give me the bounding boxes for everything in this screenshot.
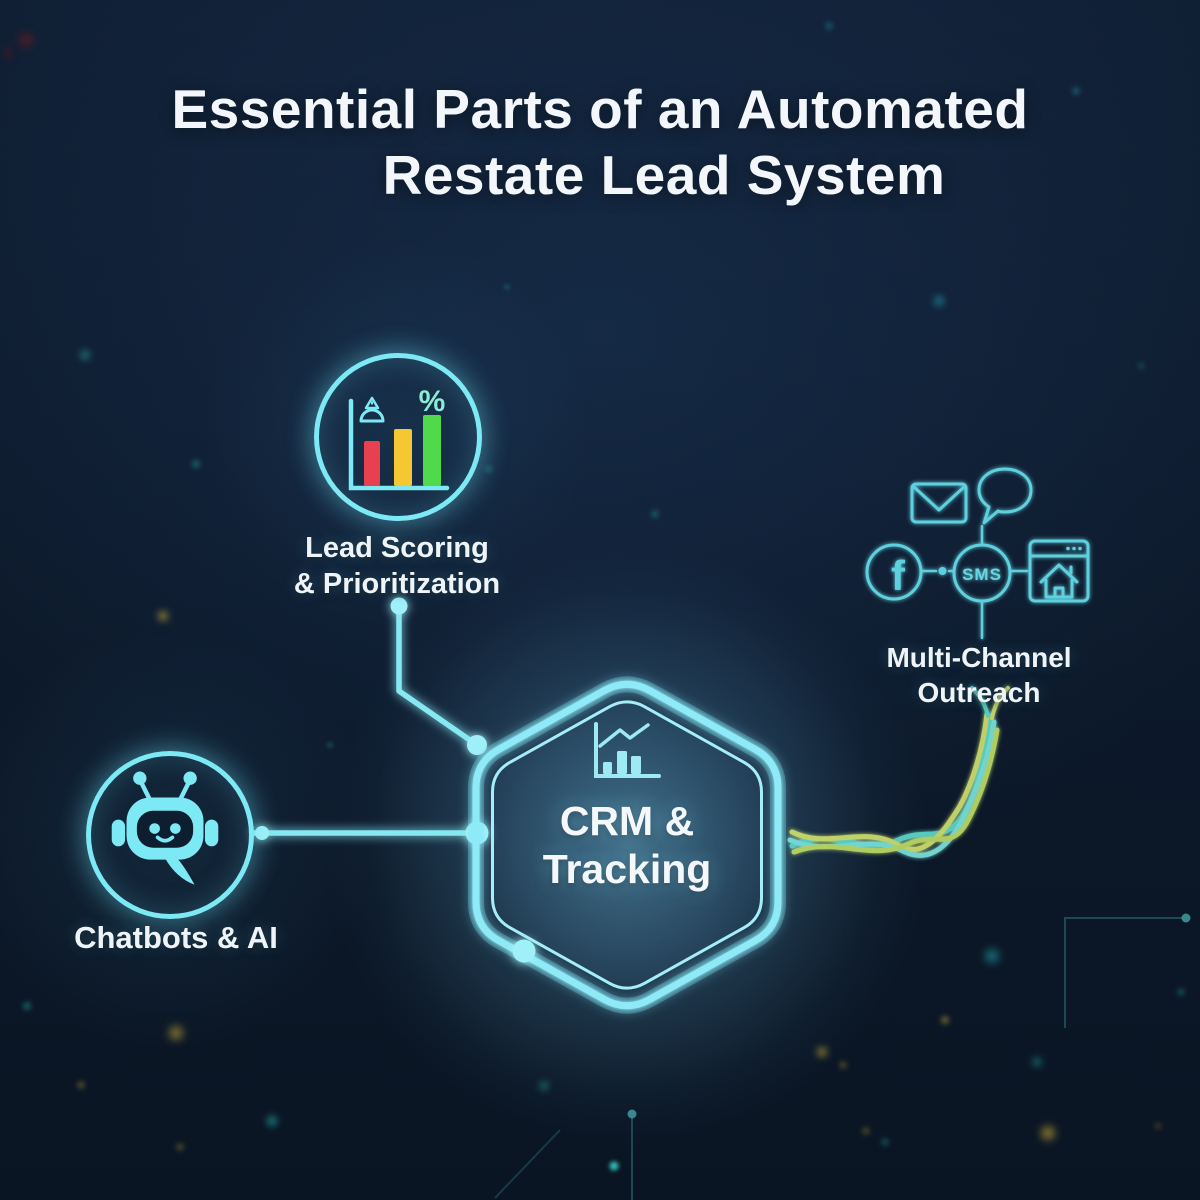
multi-channel-label: Multi-Channel Outreach [809, 640, 1149, 710]
lead-scoring-circle: % [314, 353, 482, 521]
connector-lead-scoring [390, 597, 487, 755]
multi-channel-label-line2: Outreach [917, 677, 1041, 708]
bar-green [423, 415, 441, 486]
title-line-2: Restate Lead System [382, 144, 946, 206]
bar-yellow [394, 429, 412, 486]
crm-label-line2: Tracking [542, 846, 712, 892]
chatbots-label: Chatbots & AI [74, 920, 278, 955]
chatbots-circle [86, 751, 254, 919]
facebook-icon: f [865, 543, 923, 601]
email-icon [910, 482, 968, 524]
lead-scoring-label-line1: Lead Scoring [305, 532, 489, 564]
robot-icon [111, 771, 219, 885]
title-line-1: Essential Parts of an Automated [171, 78, 1029, 140]
sms-icon: SMS [952, 543, 1012, 603]
bar-chart-icon: % [348, 385, 450, 491]
lead-scoring-label: Lead Scoring & Prioritization [217, 530, 577, 602]
chat-bubble-icon [977, 467, 1033, 525]
line-chart-icon [594, 722, 661, 778]
bar-red [364, 441, 380, 486]
braided-cable [787, 686, 1010, 858]
crm-label-line1: CRM & [559, 798, 695, 844]
speech-tail [165, 858, 195, 885]
browser-home-icon [1028, 539, 1090, 603]
multi-channel-icons: f SMS [865, 467, 1090, 640]
svg-text:f: f [891, 552, 906, 599]
gauge-icon [359, 396, 385, 423]
lead-scoring-label-line2: & Prioritization [293, 568, 501, 600]
connector-chatbots [252, 821, 489, 845]
page-title: Essential Parts of an Automated Restate … [0, 76, 1200, 208]
percent-symbol: % [419, 385, 446, 418]
multi-channel-label-line1: Multi-Channel [886, 642, 1072, 673]
svg-text:SMS: SMS [962, 565, 1002, 584]
hexagon-node-dot [512, 939, 536, 963]
crm-tracking-label: CRM & Tracking [467, 797, 787, 893]
